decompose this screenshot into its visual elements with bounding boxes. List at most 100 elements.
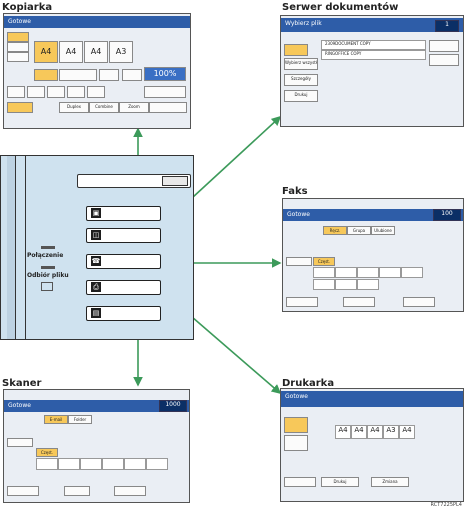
fax-dest-1[interactable]: [313, 267, 335, 278]
copier-status: Gotowe: [4, 16, 190, 28]
fax-tab-group[interactable]: Grupa: [347, 226, 371, 235]
copier-tray-button-5[interactable]: [87, 86, 105, 98]
fax-counter: 100: [433, 209, 461, 221]
fax-prev-button[interactable]: [286, 257, 312, 266]
scanner-icon: ▤: [91, 308, 101, 318]
docserver-file-2[interactable]: RINGOFFICE COPY: [321, 50, 426, 60]
printer-tray-5: A4: [399, 425, 415, 439]
printer-key[interactable]: ⎙: [86, 280, 161, 295]
receive-label: Odbiór pliku: [27, 272, 69, 279]
copier-auto-button[interactable]: [7, 32, 29, 42]
scanner-title: Skaner: [2, 378, 42, 389]
fax-settings-button[interactable]: [286, 297, 318, 307]
copier-tray-button-2[interactable]: [27, 86, 45, 98]
connection-lamp: [41, 246, 55, 249]
docserver-list-button[interactable]: [284, 44, 308, 56]
copier-special-button[interactable]: [149, 102, 187, 113]
copier-stack-button[interactable]: [59, 69, 97, 81]
fax-dest-6[interactable]: [313, 279, 335, 290]
copier-reduce-button[interactable]: [144, 86, 186, 98]
scanner-status: Gotowe: [4, 400, 189, 412]
printer-tray-2: A4: [351, 425, 367, 439]
fax-screen: Gotowe 100 Ręcz. Grupa Ulubione Częst.: [282, 198, 464, 312]
copier-auto-density[interactable]: [7, 102, 33, 113]
scanner-dest-4[interactable]: [102, 458, 124, 470]
docserver-header: Wybierz plik: [281, 18, 463, 32]
fax-key[interactable]: ☎: [86, 254, 161, 269]
fax-freq-button[interactable]: Częst.: [313, 257, 335, 266]
scanner-counter: 1000: [159, 400, 187, 412]
scanner-dest-6[interactable]: [146, 458, 168, 470]
copier-tray-button-4[interactable]: [67, 86, 85, 98]
printer-tray-4: A3: [383, 425, 399, 439]
docserver-down-button[interactable]: [429, 54, 459, 66]
copier-zoom-button[interactable]: Zoom: [119, 102, 149, 113]
inbox-icon: [41, 282, 53, 291]
printer-tray-3: A4: [367, 425, 383, 439]
scanner-screen: Gotowe 1000 E-mail Folder Częst.: [3, 389, 190, 503]
fax-icon: ☎: [91, 256, 101, 266]
copier-sort-button[interactable]: [34, 69, 58, 81]
docserver-details-button[interactable]: Szczegóły: [284, 74, 318, 86]
fax-options-button[interactable]: [343, 297, 375, 307]
scanner-dest-1[interactable]: [36, 458, 58, 470]
fax-dest-5[interactable]: [401, 267, 423, 278]
docserver-key[interactable]: ◫: [86, 228, 161, 243]
operation-panel: Połączenie Odbiór pliku ▣ ◫ ☎ ⎙ ▤: [0, 155, 194, 340]
copier-staple-button[interactable]: [99, 69, 119, 81]
scanner-tab-email[interactable]: E-mail: [44, 415, 68, 424]
printer-offline-button[interactable]: [284, 435, 308, 451]
copier-paper-2[interactable]: A4: [59, 41, 83, 63]
scanner-settings-button[interactable]: [7, 438, 33, 447]
scanner-dest-3[interactable]: [80, 458, 102, 470]
fax-dest-4[interactable]: [379, 267, 401, 278]
docserver-icon: ◫: [91, 230, 101, 240]
copier-tray-button[interactable]: [7, 86, 25, 98]
scanner-options-button[interactable]: [7, 486, 39, 496]
scanner-tab-folder[interactable]: Folder: [68, 415, 92, 424]
scanner-key[interactable]: ▤: [86, 306, 161, 321]
figure-code: RCT7225PL4: [430, 502, 462, 508]
docserver-select-all-button[interactable]: Wybierz wszystkie: [284, 58, 318, 70]
copier-title: Kopiarka: [2, 2, 53, 13]
fax-title: Faks: [282, 186, 308, 197]
copier-tray-button-3[interactable]: [47, 86, 65, 98]
fax-dest-3[interactable]: [357, 267, 379, 278]
fax-subject-button[interactable]: [403, 297, 435, 307]
connection-label: Połączenie: [27, 252, 64, 259]
printer-reset-button[interactable]: [284, 477, 316, 487]
copy-icon: ▣: [91, 208, 101, 218]
fax-dest-7[interactable]: [335, 279, 357, 290]
printer-print-button[interactable]: Drukuj: [321, 477, 359, 487]
docserver-print-button[interactable]: Drukuj: [284, 90, 318, 102]
copier-paper-1[interactable]: A4: [34, 41, 58, 63]
copier-combine-button[interactable]: Combine: [89, 102, 119, 113]
copier-duplex-button[interactable]: Duplex: [59, 102, 89, 113]
fax-tab-manual[interactable]: Ręcz.: [323, 226, 347, 235]
copier-text-button[interactable]: [7, 42, 29, 52]
fax-tab-favorites[interactable]: Ulubione: [371, 226, 395, 235]
docserver-file-1[interactable]: 2309DOCUMENT COPY: [321, 40, 426, 50]
scanner-freq-button[interactable]: Częst.: [36, 448, 58, 457]
printer-change-button[interactable]: Zmiana: [371, 477, 409, 487]
printer-icon: ⎙: [91, 282, 101, 292]
docserver-counter: 1: [435, 20, 459, 32]
copier-punch-button[interactable]: [122, 69, 142, 81]
copy-key[interactable]: ▣: [86, 206, 161, 221]
copier-photo-button[interactable]: [7, 52, 29, 62]
scanner-dest-2[interactable]: [58, 458, 80, 470]
docserver-up-button[interactable]: [429, 40, 459, 52]
copier-paper-3[interactable]: A4: [84, 41, 108, 63]
copier-paper-4[interactable]: A3: [109, 41, 133, 63]
scanner-subject-button[interactable]: [64, 486, 90, 496]
scanner-text-button[interactable]: [114, 486, 146, 496]
printer-title: Drukarka: [282, 378, 335, 389]
docserver-title: Serwer dokumentów: [282, 2, 399, 13]
printer-tray-1: A4: [335, 425, 351, 439]
check-status-icon[interactable]: [162, 176, 188, 186]
copier-zoom-display: 100%: [144, 67, 186, 81]
fax-dest-8[interactable]: [357, 279, 379, 290]
scanner-dest-5[interactable]: [124, 458, 146, 470]
fax-dest-2[interactable]: [335, 267, 357, 278]
printer-online-button[interactable]: [284, 417, 308, 433]
